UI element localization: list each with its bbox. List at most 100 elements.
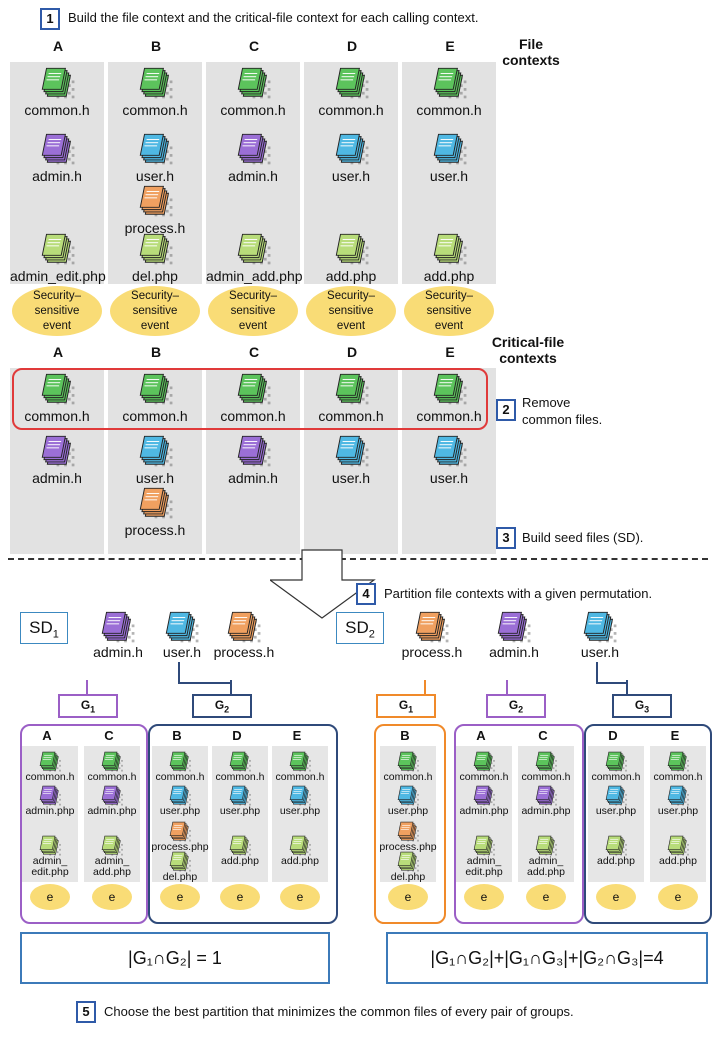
partition-1-formula: |G₁∩G₂| = 1	[20, 932, 330, 984]
column-header: D	[346, 38, 358, 54]
column-header: A	[42, 728, 52, 743]
user-file-icon	[335, 133, 369, 165]
admin-file-icon	[41, 435, 75, 467]
user-file-icon	[165, 611, 199, 643]
php-file-icon	[237, 233, 271, 265]
step-5-number: 5	[76, 1001, 96, 1023]
group-subscript: 1	[90, 704, 96, 715]
admin-file-icon	[41, 133, 75, 165]
file-label: admin.php	[459, 805, 509, 817]
step-4-text: Partition file contexts with a given per…	[384, 586, 653, 601]
seed-file-label: admin.h	[489, 644, 539, 660]
file-label: common.h	[318, 408, 384, 424]
column-header: B	[150, 344, 162, 360]
common-file-icon	[335, 373, 369, 405]
file-label: common.h	[318, 102, 384, 118]
file-label: common.h	[383, 771, 433, 783]
process-file-icon	[139, 487, 173, 519]
admin-file-icon	[101, 785, 123, 806]
file-label: admin.h	[32, 168, 82, 184]
file-label: admin_ edit.php	[465, 855, 503, 878]
php-file-icon	[229, 835, 251, 856]
sd-text: SD	[345, 618, 369, 637]
step-4-number: 4	[356, 583, 376, 605]
admin-file-icon	[237, 133, 271, 165]
event-oval: e	[526, 884, 566, 910]
common-file-icon	[101, 751, 123, 772]
file-label: common.h	[220, 102, 286, 118]
file-label: del.php	[132, 268, 178, 284]
group-letter: G	[508, 698, 519, 712]
event-oval: e	[388, 884, 428, 910]
file-label: process.h	[124, 522, 186, 538]
column-header: B	[400, 728, 410, 743]
group-label: G2	[486, 694, 546, 718]
column-header: E	[292, 728, 302, 743]
group-connector-drop	[506, 680, 508, 694]
common-file-icon	[169, 751, 191, 772]
down-arrow-icon	[270, 549, 376, 619]
php-file-icon	[39, 835, 61, 856]
admin-file-icon	[237, 435, 271, 467]
php-file-icon	[41, 233, 75, 265]
common-file-icon	[41, 373, 75, 405]
php-file-icon	[169, 851, 191, 872]
user-file-icon	[139, 435, 173, 467]
php-file-icon	[535, 835, 557, 856]
file-label: add.php	[281, 855, 319, 867]
file-label: user.h	[331, 470, 371, 486]
admin-file-icon	[497, 611, 531, 643]
file-label: user.php	[219, 805, 261, 817]
column-header: C	[538, 728, 548, 743]
column-header: B	[172, 728, 182, 743]
file-label: admin_ edit.php	[31, 855, 69, 878]
file-label: del.php	[162, 871, 198, 883]
admin-file-icon	[101, 611, 135, 643]
file-label: admin.php	[87, 805, 137, 817]
sd-subscript: 1	[52, 628, 59, 641]
step-5-text: Choose the best partition that minimizes…	[104, 1004, 574, 1019]
file-label: process.php	[379, 841, 437, 853]
file-label: admin_add.php	[206, 268, 303, 284]
group-label: G3	[612, 694, 672, 718]
group-letter: G	[80, 698, 91, 712]
column-header: E	[670, 728, 680, 743]
common-file-icon	[605, 751, 627, 772]
common-file-icon	[535, 751, 557, 772]
common-file-icon	[237, 373, 271, 405]
event-oval: e	[658, 884, 698, 910]
process-file-icon	[415, 611, 449, 643]
column-header: D	[608, 728, 618, 743]
file-label: common.h	[215, 771, 265, 783]
php-file-icon	[335, 233, 369, 265]
common-file-icon	[397, 751, 419, 772]
file-label: common.h	[87, 771, 137, 783]
file-label: add.php	[659, 855, 697, 867]
seed-files-label: SD2	[336, 612, 384, 644]
file-label: common.h	[25, 771, 75, 783]
file-label: user.h	[331, 168, 371, 184]
file-label: common.h	[459, 771, 509, 783]
seed-file-label: process.h	[213, 644, 275, 660]
security-sensitive-event: Security– sensitive event	[306, 286, 396, 336]
common-file-icon	[433, 67, 467, 99]
common-file-icon	[39, 751, 61, 772]
php-file-icon	[433, 233, 467, 265]
file-label: admin.h	[228, 168, 278, 184]
group-connector-drop	[424, 680, 426, 694]
file-label: admin_edit.php	[10, 268, 106, 284]
common-file-icon	[139, 67, 173, 99]
php-file-icon	[289, 835, 311, 856]
file-label: common.h	[122, 408, 188, 424]
event-oval: e	[280, 884, 320, 910]
file-label: user.php	[657, 805, 699, 817]
user-file-icon	[583, 611, 617, 643]
file-label: common.h	[521, 771, 571, 783]
seed-files-label: SD1	[20, 612, 68, 644]
group-letter: G	[398, 698, 409, 712]
file-label: common.h	[591, 771, 641, 783]
user-file-icon	[433, 435, 467, 467]
file-label: user.h	[429, 168, 469, 184]
file-label: common.h	[122, 102, 188, 118]
file-label: add.php	[423, 268, 475, 284]
